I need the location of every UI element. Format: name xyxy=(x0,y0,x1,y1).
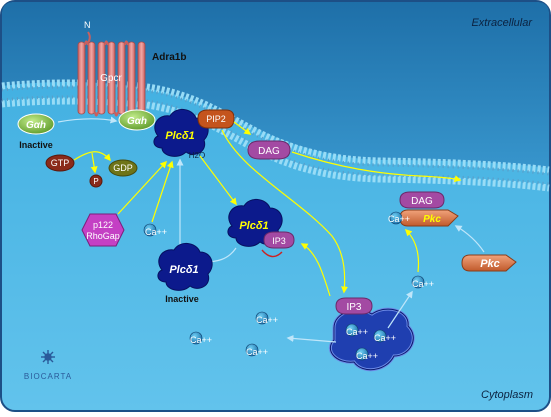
er-release-arrow-left xyxy=(286,334,337,343)
ip3-er-label: IP3 xyxy=(346,302,361,313)
pkc-free: Pkc xyxy=(461,254,517,272)
plc-membrane-label: Plcδ1 xyxy=(165,130,194,142)
gtp-label: GTP xyxy=(51,158,70,168)
ip3-binding-arrow xyxy=(300,243,331,297)
ip3-bound-node: IP3 xyxy=(263,231,295,249)
p122-rhogap: p122 RhoGap xyxy=(81,213,125,247)
phosphate-label: P xyxy=(93,177,98,186)
ca-to-plc-arrow xyxy=(151,160,174,223)
dag-pkc-complex: DAG Pkc Ca++ xyxy=(388,191,459,227)
ip3-binding-loop xyxy=(261,249,283,258)
phosphate-release-arrow xyxy=(90,152,98,174)
pip2-node: PIP2 xyxy=(197,109,235,129)
phosphate-node: P xyxy=(89,174,103,188)
g-alpha-inactive-label: Gαh xyxy=(26,120,46,131)
ca-rhogap-label: Ca++ xyxy=(145,227,167,237)
ca-cyto3-label: Ca++ xyxy=(246,347,268,357)
logo-text: BIOCARTA xyxy=(24,372,72,381)
plc-delta1-inactive: Plcδ1 Inactive xyxy=(157,243,213,304)
g-alpha-active: Gαh xyxy=(118,109,156,131)
ca-cyto1-label: Ca++ xyxy=(256,315,278,325)
dag-membrane-label: DAG xyxy=(258,146,280,157)
ca-pkc-icon xyxy=(389,211,403,225)
plc-delta1-membrane: Plcδ1 xyxy=(153,109,209,157)
rhogap-line1: p122 xyxy=(93,220,113,230)
dag-to-pkc-arrow xyxy=(291,151,462,183)
g-alpha-active-label: Gαh xyxy=(127,116,147,127)
gtp-node: GTP xyxy=(45,154,75,172)
ca-pkc-label: Ca++ xyxy=(388,214,410,224)
water-label: H2O xyxy=(189,151,205,160)
ip3-bound-label: IP3 xyxy=(272,236,286,246)
plc-inactive-caption: Inactive xyxy=(165,294,199,304)
extracellular-label: Extracellular xyxy=(471,17,533,29)
rhogap-to-plc-arrow xyxy=(117,160,168,215)
g-activation-arrow xyxy=(57,116,118,124)
g-alpha-inactive-caption: Inactive xyxy=(19,140,53,150)
ca-cyto2-label: Ca++ xyxy=(190,335,212,345)
adra1b-receptor: N Gpcr Adra1b xyxy=(77,20,186,117)
calcium-ion-er-3: Ca++ xyxy=(355,347,378,361)
dag-membrane-node: DAG xyxy=(247,140,291,160)
gdp-label: GDP xyxy=(113,163,133,173)
n-terminus-label: N xyxy=(84,20,91,30)
ca-er3-label: Ca++ xyxy=(356,351,378,361)
calcium-ion-er-2: Ca++ xyxy=(373,329,396,343)
gpcr-label: Gpcr xyxy=(100,73,122,84)
pkc-active-label: Pkc xyxy=(423,214,441,225)
calcium-ion-cyto-2: Ca++ xyxy=(189,331,212,345)
ca-er1-label: Ca++ xyxy=(346,327,368,337)
ca-er2-label: Ca++ xyxy=(374,333,396,343)
calcium-ion-cyto-1: Ca++ xyxy=(255,311,278,325)
gtp-hydrolysis-arrow xyxy=(73,151,111,162)
dag-pkc-label: DAG xyxy=(411,196,433,207)
gdp-node: GDP xyxy=(108,159,138,177)
pip2-label: PIP2 xyxy=(206,114,226,124)
er-release-arrow-up xyxy=(387,290,413,329)
plc-release-arrow xyxy=(199,155,237,206)
plc-inactive-label: Plcδ1 xyxy=(169,264,198,276)
pkc-translocation-arrow xyxy=(454,225,485,253)
g-alpha-inactive: Gαh Inactive xyxy=(17,113,55,150)
ip3-er-node: IP3 xyxy=(335,297,373,315)
biocarta-logo: BIOCARTA xyxy=(24,350,72,381)
pip2-to-ip3-arrow xyxy=(221,129,349,294)
calcium-ion-right: Ca++ xyxy=(411,275,434,289)
rhogap-line2: RhoGap xyxy=(86,231,120,241)
calcium-ion-cyto-3: Ca++ xyxy=(245,343,268,357)
cytoplasm-label: Cytoplasm xyxy=(481,389,533,401)
calcium-ion-er-1: Ca++ xyxy=(345,323,368,337)
plc-cytosolic-label: Plcδ1 xyxy=(239,220,268,232)
pip2-to-dag-arrow xyxy=(233,121,252,135)
pkc-free-label: Pkc xyxy=(480,258,500,270)
calcium-ion-rhogap: Ca++ xyxy=(143,223,167,237)
ca-right-label: Ca++ xyxy=(412,279,434,289)
ca-to-pkc-arrow xyxy=(404,228,420,273)
receptor-name: Adra1b xyxy=(152,52,186,63)
